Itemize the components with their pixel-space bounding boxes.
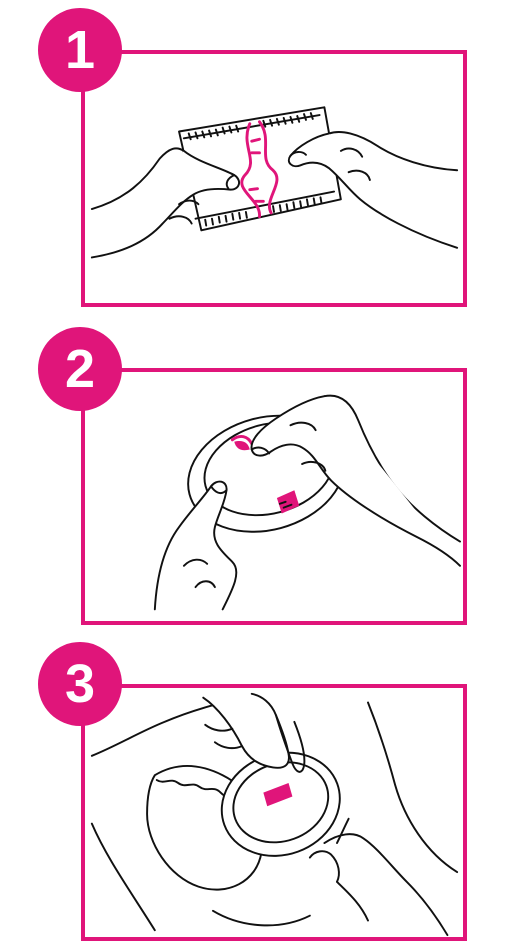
place-pad-in-bra-illustration [90,692,459,937]
right-hand [287,131,459,249]
step-number-badge: 2 [38,327,122,411]
open-package-illustration [90,106,459,259]
peel-liner-illustration [153,394,461,611]
step-number: 2 [64,339,96,399]
step-number-badge: 1 [38,8,122,92]
peeling-liner-tab [230,435,254,451]
step-3-panel [81,684,467,941]
step-2-panel [81,368,467,625]
step-number-badge: 3 [38,642,122,726]
step-1-panel [81,50,467,307]
supporting-hand [308,817,449,937]
pointing-hand [202,692,306,773]
left-hand [90,147,240,259]
pad-package [178,106,342,232]
step-number: 3 [64,654,96,714]
step-number: 1 [64,20,96,80]
left-hand [153,480,238,611]
right-hand [250,394,461,567]
